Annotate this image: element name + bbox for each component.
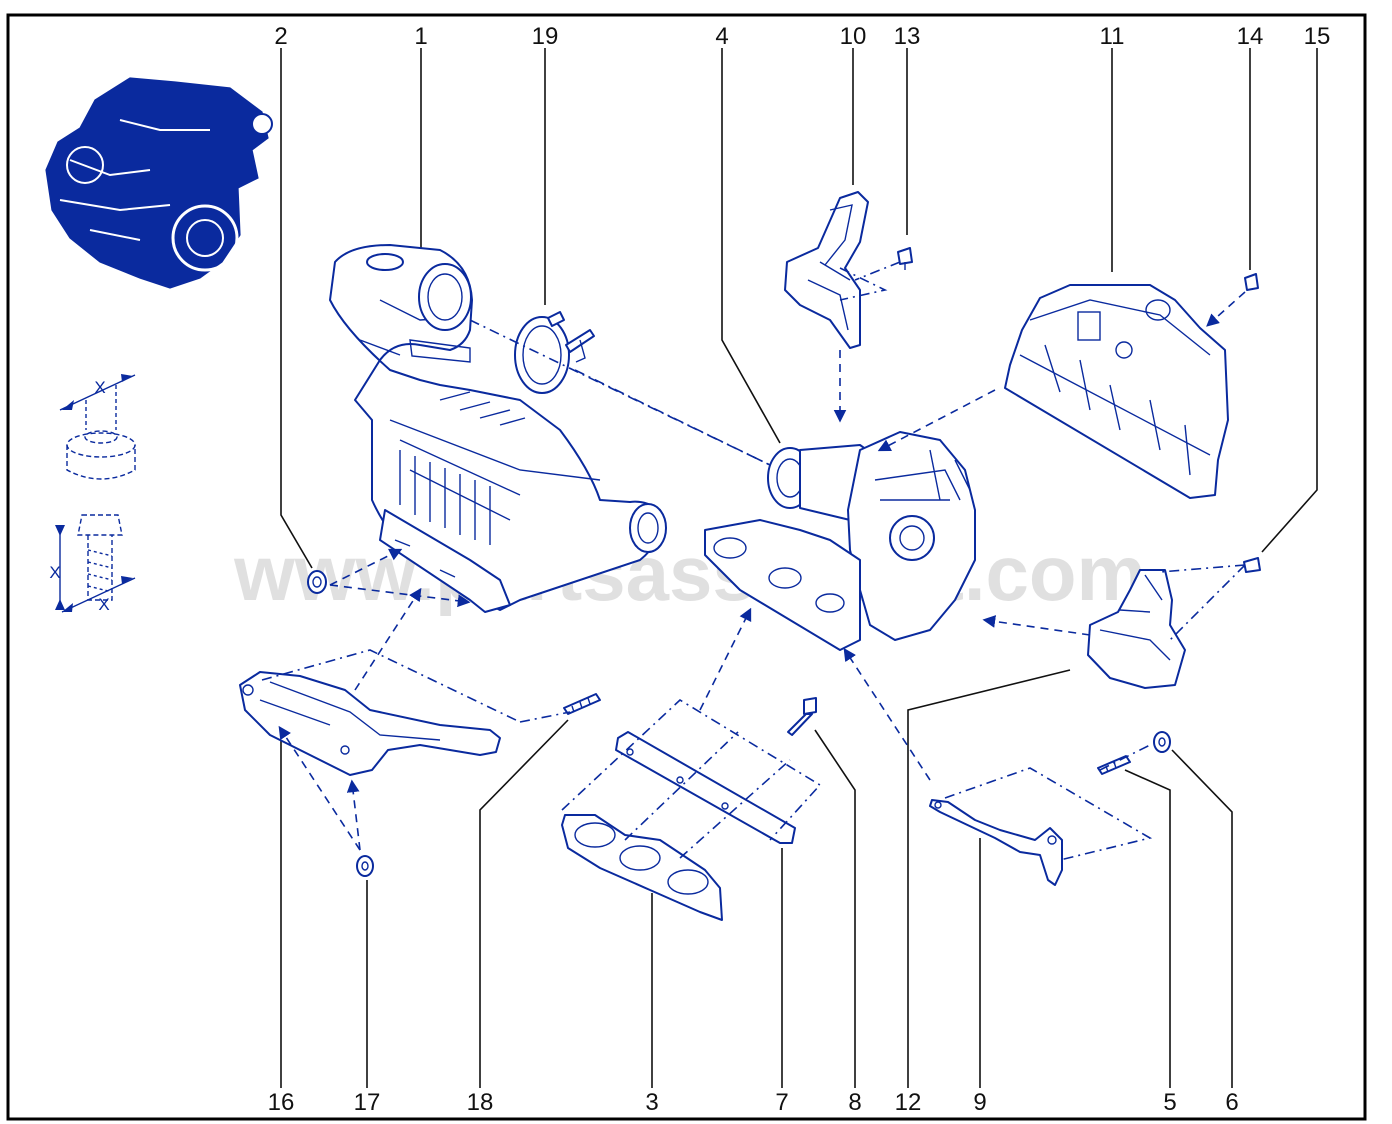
exhaust-manifold-heat-shield	[1004, 284, 1229, 499]
heat-shield-plate	[615, 731, 796, 844]
callout-15: 15	[1304, 23, 1331, 50]
stud-5	[1097, 755, 1131, 775]
engine-thumbnail-icon	[45, 77, 273, 289]
bolt-14	[1244, 273, 1259, 291]
callout-13: 13	[894, 23, 921, 50]
dimension-x-label: X	[94, 378, 105, 397]
turbocharger	[704, 431, 976, 651]
heat-shield-10	[784, 191, 869, 349]
callout-9: 9	[973, 1089, 986, 1116]
gasket	[561, 814, 723, 921]
nut-dimension-icon: X	[59, 374, 136, 480]
bolt-13	[897, 247, 913, 270]
bolt-dimension-icon: X X	[49, 514, 136, 614]
clamp	[514, 311, 595, 394]
callout-19: 19	[532, 23, 559, 50]
support-bracket	[239, 671, 501, 776]
callout-6: 6	[1225, 1089, 1238, 1116]
turbo-heat-shield	[1087, 569, 1186, 689]
bolt-8	[787, 697, 817, 736]
callout-12: 12	[895, 1089, 922, 1116]
callout-5: 5	[1163, 1089, 1176, 1116]
bolt-15	[1243, 557, 1261, 573]
callout-8: 8	[848, 1089, 861, 1116]
nut-17	[356, 855, 374, 877]
callout-7: 7	[775, 1089, 788, 1116]
nut-6	[1153, 731, 1171, 753]
watermark: www.partsassistant.com	[233, 529, 1146, 617]
callout-2: 2	[274, 23, 287, 50]
bracket-9	[929, 799, 1063, 886]
callout-16: 16	[268, 1089, 295, 1116]
nut-2	[307, 570, 327, 594]
stud-18	[563, 693, 601, 715]
callout-17: 17	[354, 1089, 381, 1116]
callouts-bottom: 16 17 18 3 7 8 12 9 5 6	[268, 1089, 1239, 1116]
callout-18: 18	[467, 1089, 494, 1116]
callout-3: 3	[645, 1089, 658, 1116]
diagram-frame	[6, 13, 1367, 1121]
callout-10: 10	[840, 23, 867, 50]
dimension-x-label-2: X	[49, 563, 60, 582]
callout-11: 11	[1100, 23, 1125, 50]
leader-lines	[280, 48, 1318, 1088]
callouts-top: 2 1 19 4 10 13 11 14 15	[274, 23, 1330, 50]
callout-14: 14	[1237, 23, 1264, 50]
assembly-lines	[261, 261, 1246, 861]
callout-1: 1	[414, 23, 427, 50]
dimension-x-label-3: X	[98, 595, 109, 614]
callout-4: 4	[715, 23, 728, 50]
catalytic-converter	[329, 244, 667, 613]
